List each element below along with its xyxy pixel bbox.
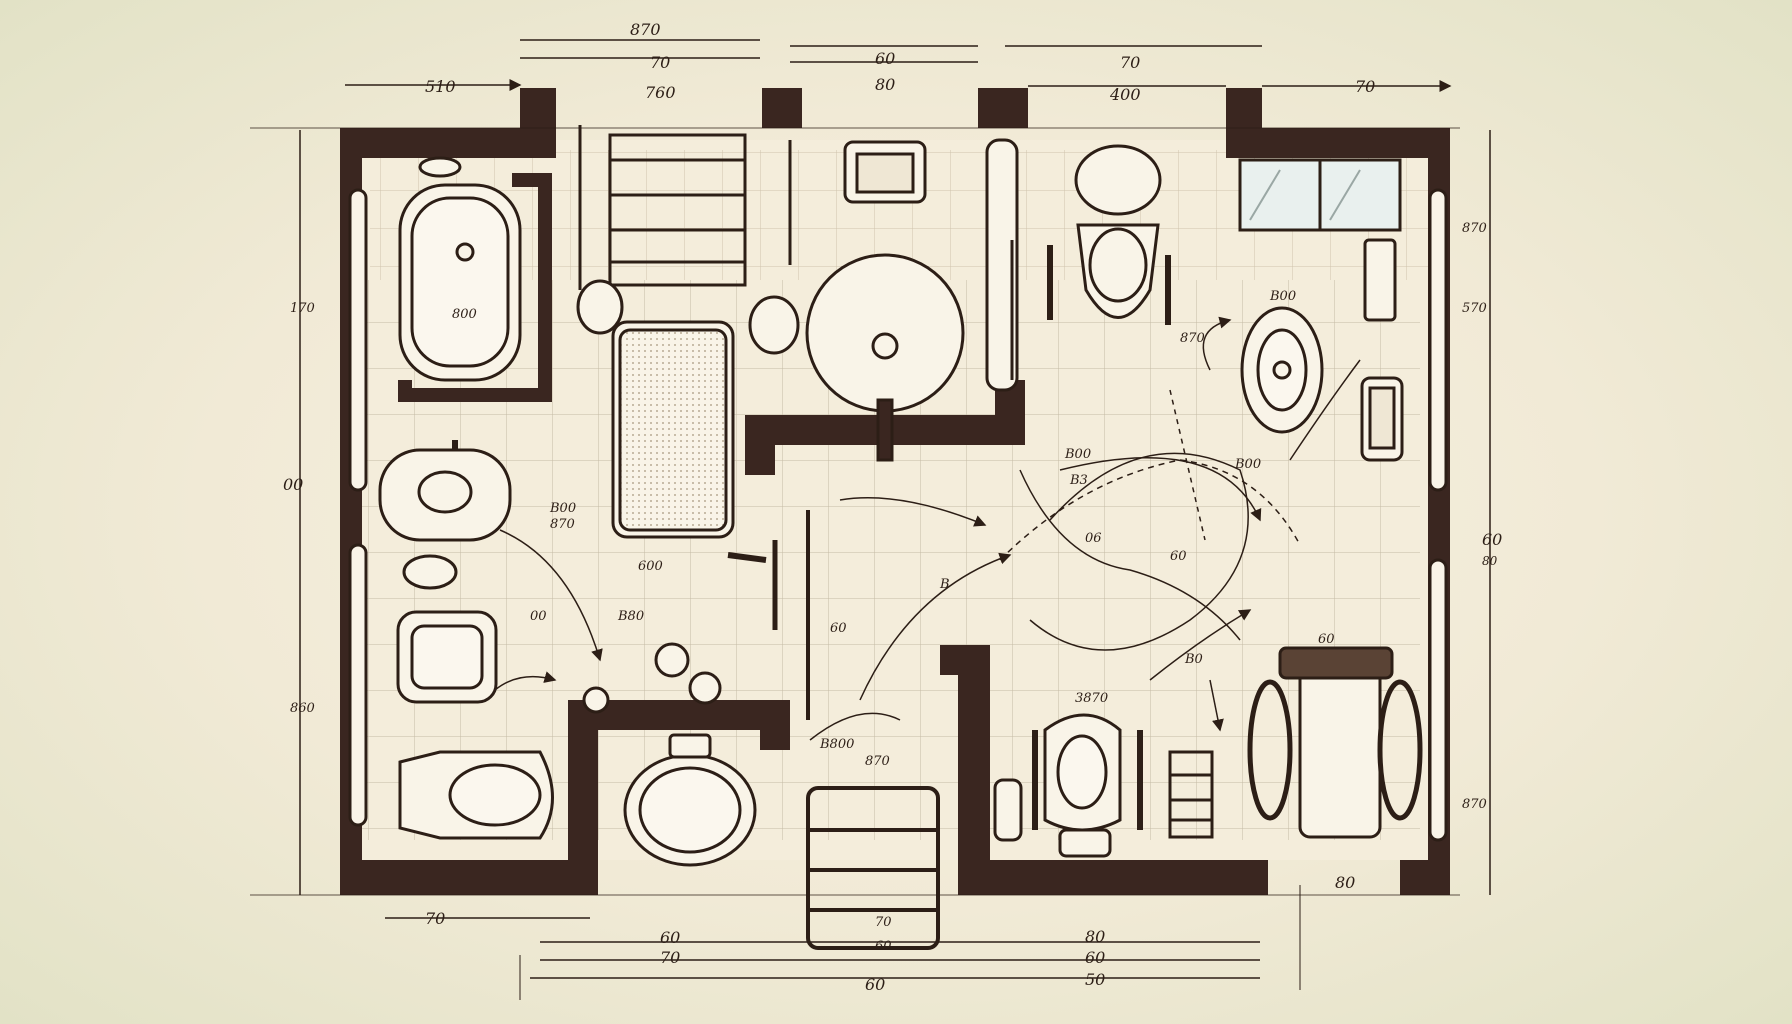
annotation: 870	[1180, 331, 1205, 346]
annotation: 60	[830, 621, 847, 636]
annotation: B00	[1064, 447, 1091, 462]
window-icon	[1238, 158, 1402, 232]
annotation: B00	[1234, 457, 1261, 472]
dimension-label: 70	[660, 948, 680, 967]
dimension-label: 60	[660, 928, 680, 947]
annotation: 60	[1170, 549, 1187, 564]
dimension-label: 70	[875, 915, 892, 930]
shower-mat-icon	[611, 320, 735, 539]
toilet-icon	[993, 713, 1143, 858]
soap-holder-icon	[1360, 238, 1404, 462]
step-stool-icon	[806, 786, 940, 950]
bucket-icon	[576, 279, 800, 355]
annotation: 870	[865, 754, 890, 769]
dimension-label: 60	[1482, 530, 1502, 549]
dimension-label: 60	[1085, 948, 1105, 967]
towel-rack-icon	[1168, 750, 1214, 839]
annotation: 60	[1318, 632, 1335, 647]
toilet-icon	[398, 750, 554, 840]
toilet-icon	[1047, 144, 1171, 325]
towel-rack-icon	[578, 125, 792, 290]
dimension-label: 80	[875, 75, 895, 94]
grab-bar-icon	[348, 188, 1448, 842]
annotation: 870	[550, 517, 575, 532]
dimension-label: 80	[1085, 927, 1105, 946]
dimension-label: 70	[425, 909, 445, 928]
dimension-label: 70	[1120, 53, 1140, 72]
dimension-label: 870	[630, 20, 661, 39]
circulation-paths	[494, 316, 1361, 741]
annotation: 3870	[1075, 691, 1108, 706]
dimension-label: 50	[1085, 970, 1105, 989]
annotation: 800	[452, 307, 477, 322]
sink-icon	[582, 642, 757, 867]
sink-icon	[805, 140, 965, 462]
dimension-label: 170	[290, 301, 315, 316]
dimension-label: 510	[425, 77, 456, 96]
wheelchair-icon	[1247, 646, 1423, 839]
annotation: 06	[1085, 531, 1102, 546]
dimension-lines	[250, 39, 1491, 1000]
annotation: B	[939, 577, 950, 592]
dimension-label: 60	[875, 939, 892, 954]
dimension-label: 860	[290, 701, 315, 716]
annotation: B0	[1184, 652, 1203, 667]
dimension-label: 80	[1335, 873, 1355, 892]
annotation: B80	[617, 609, 644, 624]
dimension-label: 70	[1355, 77, 1375, 96]
annotation: 600	[638, 559, 663, 574]
bidet-icon	[378, 448, 512, 542]
bidet-icon	[1240, 306, 1324, 434]
annotation: B800	[819, 737, 854, 752]
dimension-label: 760	[645, 83, 676, 102]
sink-icon	[396, 554, 498, 704]
dimension-label: 400	[1109, 85, 1141, 104]
dimension-label: 570	[1462, 301, 1487, 316]
dimension-label: 80	[1482, 554, 1498, 568]
dimension-label: 870	[1462, 797, 1487, 812]
annotation: B3	[1069, 473, 1088, 488]
dimension-label: 60	[875, 49, 895, 68]
dimension-label: 00	[283, 475, 303, 494]
dimension-label: 870	[1462, 221, 1487, 236]
annotation: 00	[530, 609, 547, 624]
dimension-label: 70	[650, 53, 670, 72]
annotation: B00	[549, 501, 576, 516]
annotation: B00	[1269, 289, 1296, 304]
dimension-label: 60	[865, 975, 885, 994]
bathtub-icon	[398, 156, 552, 402]
